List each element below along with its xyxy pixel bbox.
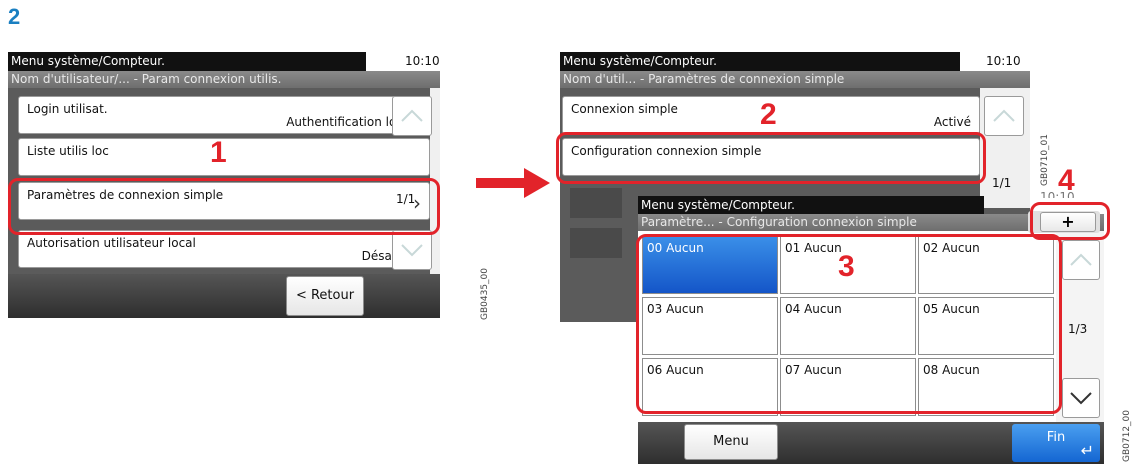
chevron-down-icon bbox=[1070, 392, 1092, 405]
screen3-time: 10:10 bbox=[1040, 190, 1075, 198]
callout-number-1: 1 bbox=[210, 136, 227, 169]
slot-cell[interactable]: 08 Aucun bbox=[918, 358, 1054, 416]
row-connexion-simple[interactable]: Connexion simple Activé bbox=[562, 96, 980, 134]
screen3-subtitle: Paramètre... - Configuration connexion s… bbox=[638, 214, 1104, 231]
screen2-time: 10:10 bbox=[986, 54, 1021, 68]
arrow-right-icon bbox=[476, 168, 550, 198]
screen3-page-indicator: 1/3 bbox=[1068, 322, 1088, 336]
callout-number-4: 4 bbox=[1058, 164, 1075, 197]
screen3-scroll-up-button[interactable] bbox=[1062, 240, 1100, 280]
fin-button[interactable]: Fin ↵ bbox=[1012, 424, 1100, 462]
chevron-right-icon: › bbox=[413, 191, 421, 215]
screen1-subtitle: Nom d'utilisateur/... - Param connexion … bbox=[8, 71, 440, 88]
slot-cell[interactable]: 03 Aucun bbox=[642, 297, 778, 355]
row-login-utilisat[interactable]: Login utilisat. Authentification locale bbox=[18, 96, 430, 134]
slot-cell[interactable]: 01 Aucun bbox=[780, 236, 916, 294]
row-liste-utilis-loc[interactable]: Liste utilis loc bbox=[18, 138, 430, 176]
screen1-time: 10:10 bbox=[405, 54, 440, 68]
screen3-title: Menu système/Compteur. bbox=[638, 196, 984, 214]
screen2-subtitle: Nom d'util... - Paramètres de connexion … bbox=[560, 71, 1030, 88]
slot-cell[interactable]: 07 Aucun bbox=[780, 358, 916, 416]
screen2-title: Menu système/Compteur. bbox=[560, 52, 960, 71]
chevron-down-icon bbox=[401, 244, 423, 257]
callout-box-4 bbox=[1030, 202, 1110, 240]
row-parametres-connexion-simple[interactable]: Paramètres de connexion simple › bbox=[18, 182, 430, 220]
screen2-scroll-up-button[interactable] bbox=[984, 96, 1024, 136]
screen3-scroll-down-button[interactable] bbox=[1062, 378, 1100, 418]
chevron-up-icon bbox=[993, 109, 1015, 122]
menu-button[interactable]: Menu bbox=[684, 424, 778, 460]
enter-icon: ↵ bbox=[1080, 441, 1094, 460]
callout-box-3 bbox=[636, 234, 1062, 414]
chevron-up-icon bbox=[401, 109, 423, 122]
scroll-down-button[interactable] bbox=[392, 230, 432, 270]
image-code-2: GB0710_01 bbox=[1040, 133, 1050, 186]
callout-box-2 bbox=[556, 132, 986, 184]
slot-cell[interactable]: 06 Aucun bbox=[642, 358, 778, 416]
callout-box-1 bbox=[8, 178, 440, 235]
image-code-3: GB0712_00 bbox=[1122, 409, 1132, 462]
callout-number-3: 3 bbox=[838, 250, 855, 283]
step-number: 2 bbox=[8, 4, 21, 29]
row-autorisation-utilisateur-local[interactable]: Autorisation utilisateur local Désactivé bbox=[18, 230, 430, 268]
screen2-page-indicator: 1/1 bbox=[992, 176, 1012, 190]
slot-cell[interactable]: 02 Aucun bbox=[918, 236, 1054, 294]
slot-cell[interactable]: 04 Aucun bbox=[780, 297, 916, 355]
row-configuration-connexion-simple[interactable]: Configuration connexion simple bbox=[562, 138, 980, 176]
screen-1: Menu système/Compteur. 10:10 Nom d'utili… bbox=[8, 52, 440, 318]
screen-3: Menu système/Compteur. 10:10 Paramètre..… bbox=[638, 190, 1104, 464]
scroll-up-button[interactable] bbox=[392, 96, 432, 136]
chevron-up-icon bbox=[1070, 253, 1092, 266]
slot-cell[interactable]: 00 Aucun bbox=[642, 236, 778, 294]
back-button[interactable]: < Retour bbox=[286, 276, 364, 316]
image-code-1: GB0435_00 bbox=[480, 267, 490, 320]
add-button[interactable]: + bbox=[1040, 212, 1096, 232]
slot-cell[interactable]: 05 Aucun bbox=[918, 297, 1054, 355]
screen1-title: Menu système/Compteur. bbox=[8, 52, 366, 71]
page-indicator: 1/1 bbox=[396, 192, 416, 206]
callout-number-2: 2 bbox=[760, 98, 777, 131]
